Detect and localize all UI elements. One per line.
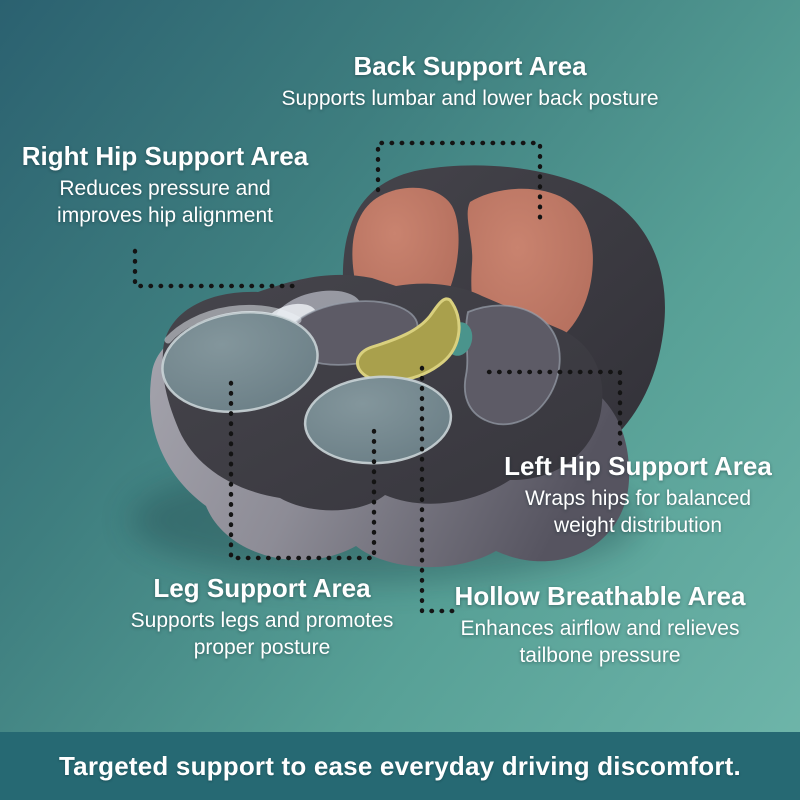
callout-right-hip-title: Right Hip Support Area [21,141,309,171]
callout-left-hip-desc-line1: Wraps hips for balanced [524,487,752,511]
callout-hollow-title: Hollow Breathable Area [454,581,746,611]
callout-hollow-desc-line2: tailbone pressure [519,644,681,668]
callout-back-desc: Supports lumbar and lower back posture [281,87,659,111]
leg-pad-center [303,375,453,465]
leader-line-hollow [419,365,456,614]
callout-right-hip-desc-line1: Reduces pressure and [59,177,271,201]
callout-left-hip-desc-line2: weight distribution [553,514,723,538]
callout-back-title: Back Support Area [353,51,587,81]
leader-line-leg [228,380,377,561]
callout-back-support: Back Support Area Supports lumbar and lo… [240,50,700,113]
callout-right-hip: Right Hip Support Area Reduces pressure … [5,140,325,230]
callout-leg-desc-line2: proper posture [193,636,331,660]
callout-left-hip: Left Hip Support Area Wraps hips for bal… [473,450,800,540]
callout-left-hip-title: Left Hip Support Area [504,451,772,481]
leader-line-right-hip [132,248,296,289]
leg-pad-front-left-gloss [164,304,302,344]
callout-leg-support: Leg Support Area Supports legs and promo… [97,572,427,662]
leg-pad-front-left [161,311,319,413]
callout-right-hip-desc-line2: improves hip alignment [57,204,273,228]
hip-pad-right [463,304,561,426]
hollow-breathable-area-shape [356,297,461,383]
callout-hollow-breathable: Hollow Breathable Area Enhances airflow … [435,580,765,670]
banner-tagline: Targeted support to ease everyday drivin… [59,750,741,781]
callout-hollow-desc-line1: Enhances airflow and relieves [460,617,740,641]
leader-line-left-hip [486,369,623,450]
bottom-banner: Targeted support to ease everyday drivin… [0,732,800,800]
callout-leg-desc-line1: Supports legs and promotes [130,609,394,633]
callout-leg-title: Leg Support Area [153,573,371,603]
